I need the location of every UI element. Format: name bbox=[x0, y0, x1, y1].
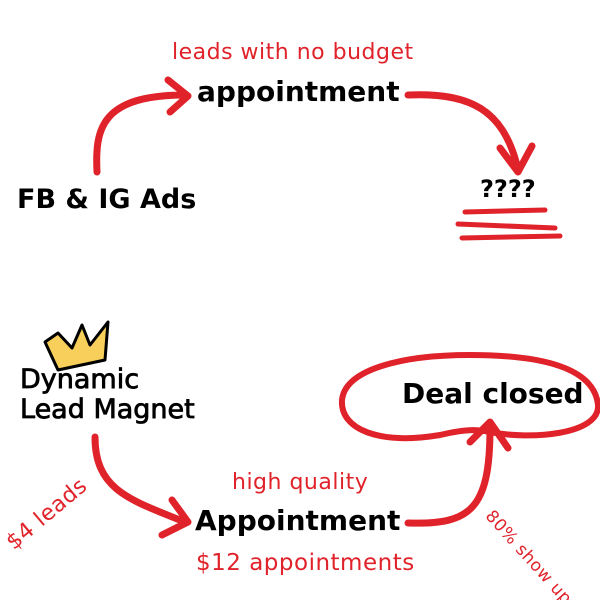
top-note: leads with no budget bbox=[172, 40, 414, 65]
arrow-magnet-to-appointment bbox=[91, 433, 192, 539]
bottom-source-line2: Lead Magnet bbox=[20, 394, 196, 425]
top-source: FB & IG Ads bbox=[17, 184, 197, 215]
unknown-lines bbox=[455, 207, 563, 241]
crown-icon bbox=[43, 320, 110, 372]
appointment-cost: $12 appointments bbox=[196, 550, 415, 576]
arrow-appointment-to-deal bbox=[404, 418, 512, 527]
bottom-note: high quality bbox=[232, 470, 369, 495]
top-step-appointment: appointment bbox=[197, 75, 400, 108]
deal-closed-outline bbox=[338, 352, 600, 441]
top-result: ???? bbox=[480, 175, 536, 203]
arrow-appointment-to-unknown bbox=[404, 91, 536, 176]
arrow-ads-to-appointment bbox=[93, 76, 192, 176]
deal-closed-label: Deal closed bbox=[402, 377, 584, 410]
bottom-step-appointment: Appointment bbox=[195, 504, 401, 537]
bottom-source-line1: Dynamic bbox=[20, 364, 140, 395]
